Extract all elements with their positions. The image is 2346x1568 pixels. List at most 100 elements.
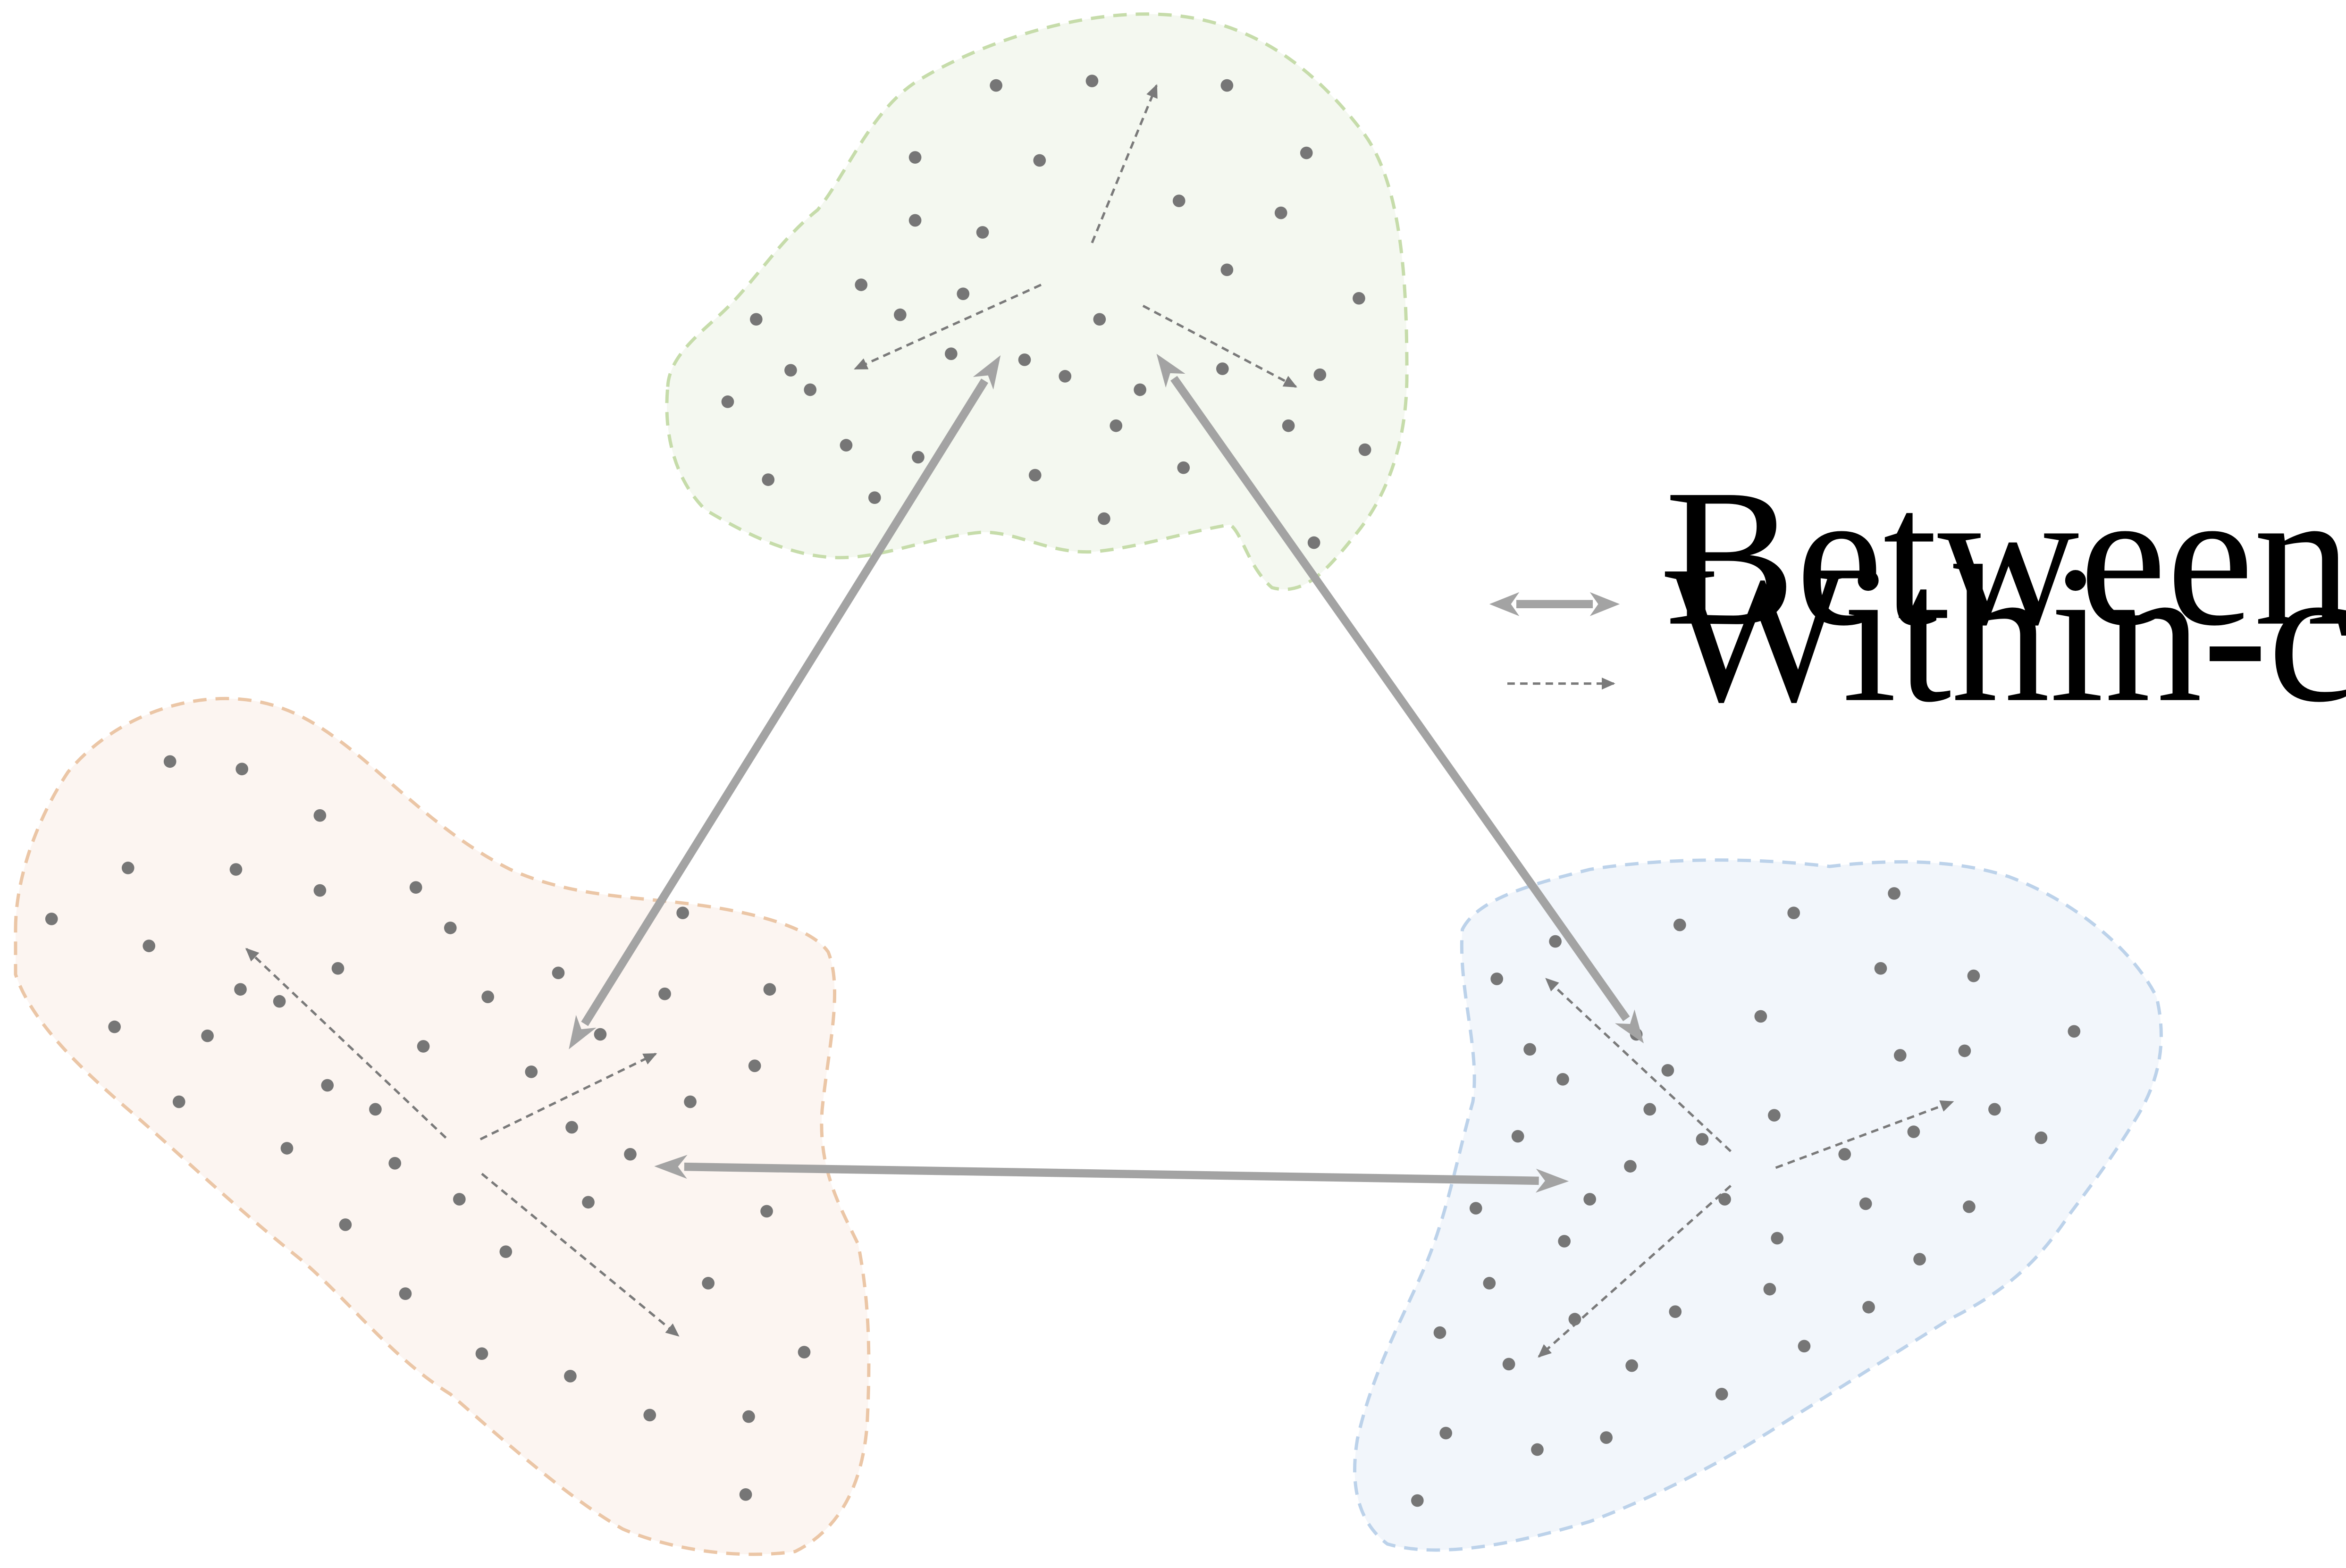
green-cluster-point (1085, 75, 1099, 87)
orange-cluster-point (339, 1218, 352, 1231)
blue-cluster-point (1754, 1010, 1767, 1023)
blue-cluster-point (1558, 1235, 1571, 1248)
green-cluster-point (1282, 419, 1295, 432)
orange-cluster-point (143, 939, 156, 952)
blue-cluster-point (1549, 935, 1562, 948)
green-cluster-point (1274, 206, 1287, 219)
orange-cluster-point (369, 1103, 382, 1116)
legend: Between-cluster variation Within-cluster… (1489, 449, 2346, 743)
within-arrow-blue-right (1775, 1100, 1954, 1169)
green-cluster-point (957, 287, 970, 301)
blue-cluster-point (1768, 1109, 1781, 1122)
blue-cluster-point (1531, 1443, 1544, 1456)
green-cluster-region (665, 12, 1409, 591)
green-cluster-point (976, 226, 989, 239)
green-cluster-point (893, 308, 907, 321)
blue-cluster-point (1715, 1388, 1728, 1400)
orange-cluster-point (742, 1410, 755, 1423)
within-arrow-orange-upright (479, 1053, 657, 1140)
within-arrow-orange-down (481, 1173, 680, 1337)
within-arrow-blue-down (1538, 1185, 1732, 1358)
green-cluster-point (908, 214, 922, 227)
data-points (45, 75, 2081, 1507)
legend-between-arrow (1489, 592, 1620, 616)
blue-cluster-point (1483, 1277, 1496, 1290)
orange-cluster-point (739, 1488, 752, 1501)
blue-cluster-point (1967, 969, 1980, 982)
green-cluster-point (908, 151, 922, 164)
blue-cluster-point (1523, 1043, 1536, 1056)
green-cluster-point (1033, 154, 1046, 167)
orange-cluster-point (643, 1409, 656, 1422)
blue-cluster-point (1696, 1133, 1709, 1146)
orange-cluster-point (798, 1346, 811, 1358)
blue-cluster-point (1771, 1232, 1784, 1245)
green-cluster-point (1313, 368, 1327, 381)
orange-cluster-point (453, 1193, 466, 1206)
orange-cluster-point (313, 884, 327, 897)
blue-cluster-point (1600, 1431, 1613, 1444)
green-cluster-point (1110, 419, 1123, 432)
blue-cluster-point (1433, 1326, 1446, 1339)
blue-cluster-point (1787, 906, 1800, 920)
blue-cluster-point (1958, 1044, 1971, 1057)
blue-cluster-point (1838, 1148, 1851, 1161)
orange-cluster-point (763, 983, 776, 996)
orange-cluster-point (564, 1370, 577, 1383)
orange-cluster-point (702, 1277, 715, 1290)
blue-cluster-point (1763, 1283, 1776, 1296)
blue-cluster-point (1625, 1359, 1638, 1372)
green-cluster-point (1093, 313, 1106, 326)
orange-cluster-point (201, 1029, 214, 1042)
blue-cluster-point (2035, 1131, 2048, 1144)
orange-cluster-point (676, 906, 690, 920)
green-cluster-point (721, 395, 734, 408)
between-arrow-orange-blue (654, 1155, 1569, 1193)
orange-cluster-point (565, 1121, 578, 1134)
orange-cluster-point (273, 995, 286, 1008)
green-cluster-point (1028, 469, 1042, 482)
orange-cluster-point (45, 913, 58, 925)
green-cluster-point (1098, 512, 1110, 525)
orange-cluster-point (321, 1079, 334, 1092)
orange-cluster-point (444, 922, 457, 934)
between-arrow-green-orange (569, 355, 1001, 1049)
blue-cluster-point (1673, 918, 1686, 931)
blue-cluster-point (1798, 1340, 1811, 1353)
orange-cluster-point (481, 990, 495, 1003)
orange-cluster-point (684, 1095, 697, 1108)
blue-cluster-point (1718, 1193, 1731, 1206)
green-cluster-point (1177, 461, 1190, 474)
orange-cluster-point (499, 1245, 513, 1258)
blue-cluster-point (1583, 1193, 1597, 1206)
orange-cluster-point (121, 862, 135, 874)
within-arrow-green-up (1091, 84, 1158, 243)
orange-cluster-point (417, 1040, 430, 1053)
blue-cluster-region (1353, 858, 2163, 1552)
blue-cluster-point (1874, 962, 1887, 975)
green-cluster-point (784, 364, 797, 377)
green-cluster-point (990, 79, 1002, 92)
blue-cluster-point (1862, 1300, 1875, 1314)
within-arrow-green-right (1142, 304, 1297, 388)
legend-between-arrow-icon (1489, 592, 1620, 616)
green-cluster-point (762, 473, 775, 486)
green-cluster-point (1220, 79, 1234, 92)
orange-cluster-point (748, 1059, 761, 1073)
within-cluster-arrows (245, 84, 1954, 1358)
green-cluster-point (1172, 194, 1186, 208)
green-cluster-point (944, 347, 958, 361)
blue-cluster-point (1556, 1073, 1569, 1086)
blue-cluster-point (2068, 1025, 2081, 1038)
orange-cluster-point (235, 763, 249, 776)
orange-cluster-point (624, 1148, 637, 1161)
orange-cluster-point (172, 1095, 185, 1108)
green-cluster-point (912, 451, 925, 464)
green-cluster-point (855, 278, 868, 291)
legend-within-label: Within-cluster variation (1665, 526, 2346, 743)
green-cluster-point (1307, 536, 1320, 549)
green-cluster-point (1018, 353, 1031, 366)
orange-cluster-point (234, 983, 247, 996)
orange-cluster-point (388, 1157, 402, 1170)
green-cluster-point (749, 313, 763, 326)
